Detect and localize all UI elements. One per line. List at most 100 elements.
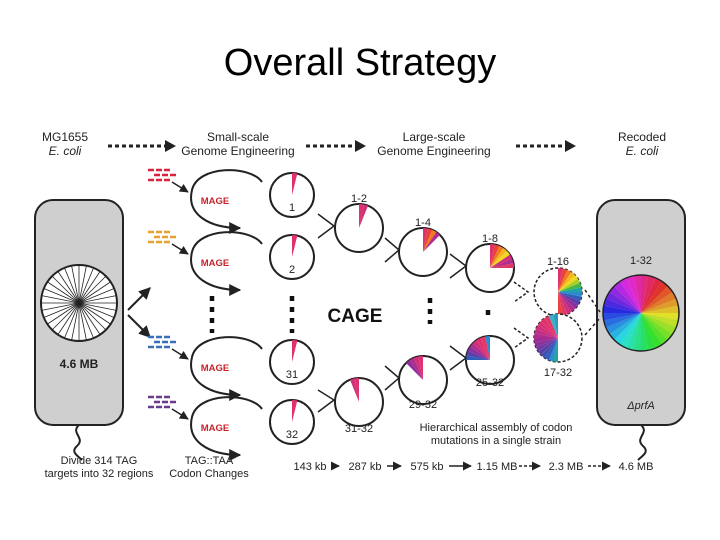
merge-chevron <box>513 281 530 303</box>
arrowhead-2 <box>355 140 366 152</box>
recoded-wedge <box>605 313 641 335</box>
stage-wedge <box>490 254 513 268</box>
stage-wedge <box>490 258 514 268</box>
stage-wedge <box>423 232 440 252</box>
region-label: 2 <box>289 264 295 276</box>
recoded-wedge <box>641 313 663 349</box>
stage-wedge <box>558 275 578 292</box>
wheel-spoke <box>71 265 80 304</box>
wheel-spoke <box>78 281 111 304</box>
stage-wedge <box>466 350 490 360</box>
left-flagellum <box>73 424 83 461</box>
wheel-spoke <box>78 267 94 304</box>
stage-wedge <box>558 292 582 302</box>
mage-row: MAGE 2 <box>148 230 315 296</box>
scale-label: 143 kb <box>293 461 326 473</box>
oligo-arrow <box>171 181 189 193</box>
merge-chevron <box>449 345 468 371</box>
stage-wedge <box>548 338 558 362</box>
recoded-wedge <box>609 286 641 313</box>
stage-wedge <box>534 328 558 338</box>
stage-wedge <box>466 355 490 360</box>
mage-label: MAGE <box>201 258 230 269</box>
stage-wedge <box>490 251 510 268</box>
wheel-spoke <box>47 302 80 325</box>
stage-wedge <box>534 333 558 338</box>
left-caption-line1: Divide 314 TAG <box>61 455 138 467</box>
recoded-wedge <box>603 313 641 321</box>
header-end-line2: E. coli <box>626 144 659 158</box>
oligo-arrow <box>171 243 189 255</box>
recoded-wedge <box>641 313 656 351</box>
header-small-line2: Genome Engineering <box>181 144 294 158</box>
stage-wedge <box>534 338 558 348</box>
wheel-spoke <box>43 302 80 318</box>
stage-label-1-16: 1-16 <box>547 256 569 268</box>
recoded-wedge <box>603 313 641 328</box>
wheel-spoke <box>78 302 101 335</box>
stage-wedge <box>490 245 504 268</box>
stage-wedge <box>467 346 490 360</box>
header-small-line1: Small-scale <box>207 130 269 144</box>
stage-wedge <box>558 292 568 316</box>
stage-wedge <box>423 228 428 252</box>
merge-chevron <box>317 389 336 413</box>
recoded-wedge <box>641 291 677 313</box>
slide-title: Overall Strategy <box>223 42 497 84</box>
stage-wedge <box>485 336 490 360</box>
wheel-spoke <box>78 295 117 304</box>
merge-chevron <box>384 237 401 263</box>
right-cell-label: 1-32 <box>630 255 652 267</box>
recoded-wedge <box>619 277 641 313</box>
stage-wedge <box>548 314 558 338</box>
wheel-spoke <box>43 288 80 304</box>
left-caption-line2: targets into 32 regions <box>45 468 154 480</box>
stage-wedge <box>480 336 490 360</box>
stage-wedge <box>423 228 433 252</box>
wheel-spoke <box>41 302 80 311</box>
mage-label: MAGE <box>201 423 230 434</box>
wheel-spoke <box>41 295 80 304</box>
mage-caption-line1: TAG::TAA <box>185 455 234 467</box>
region-wedge <box>292 235 298 257</box>
arrowhead-1 <box>165 140 176 152</box>
stage-wedge <box>558 268 563 292</box>
region-label: 31 <box>286 369 298 381</box>
recoded-wedge <box>641 277 663 313</box>
stage-wedge <box>490 248 507 268</box>
stage-wedge <box>535 338 558 352</box>
recoded-wedge <box>641 313 677 335</box>
oligo-arrow <box>171 348 189 360</box>
stage-wedge <box>558 272 575 292</box>
wheel-spoke <box>78 302 117 311</box>
recoded-wedge <box>641 313 679 321</box>
wheel-spoke <box>78 271 101 304</box>
recoded-wedge <box>641 275 656 313</box>
wheel-spoke <box>78 288 115 304</box>
wheel-spoke <box>78 302 107 331</box>
arrowhead-3 <box>565 140 576 152</box>
region-label: 32 <box>286 429 298 441</box>
recoded-wedge <box>641 275 649 313</box>
stage-wedge <box>558 268 568 292</box>
wheel-spoke <box>71 302 80 341</box>
stage-wedge <box>490 263 514 268</box>
recoded-wedge <box>641 313 679 328</box>
recoded-wedge <box>614 281 641 313</box>
stage-wedge <box>558 292 578 309</box>
header-large-line1: Large-scale <box>403 130 466 144</box>
stage-label-1-8: 1-8 <box>482 233 498 245</box>
mage-cycle-arrow <box>190 336 263 401</box>
stage-wedge <box>473 340 490 360</box>
header-start-line1: MG1655 <box>42 130 88 144</box>
stage-wedge <box>558 269 572 292</box>
right-flagellum <box>637 424 647 461</box>
stage-wedge <box>541 338 558 358</box>
stage-wedge <box>423 229 437 252</box>
recoded-wedge <box>626 313 641 351</box>
stage-label-25-32: 25-32 <box>476 377 504 389</box>
